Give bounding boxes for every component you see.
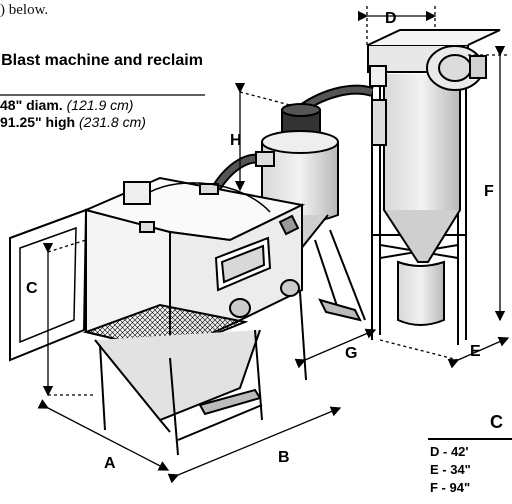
spec-height: 91.25" high (231.8 cm) [0, 114, 205, 131]
dim-label-h: H [230, 132, 242, 149]
spec-height-value: 91.25" high [0, 114, 76, 130]
dim-label-f: F [484, 183, 494, 200]
dim-label-e: E [470, 343, 481, 360]
dim-label-c: C [26, 280, 38, 297]
dim-label-d: D [385, 10, 397, 27]
dimension-table-rule [428, 438, 512, 440]
dimension-row-f: F - 94" [430, 480, 471, 495]
diagram-title: Blast machine and reclaim [1, 52, 203, 69]
blast-cabinet [9, 176, 307, 456]
spec-height-metric: (231.8 cm) [79, 114, 146, 130]
intro-text: ) below. [0, 2, 49, 18]
dust-collector [367, 29, 501, 345]
dim-label-b: B [278, 449, 290, 466]
dim-label-g: G [345, 345, 357, 362]
dimension-table-heading: C [490, 412, 503, 432]
dimension-table: C D - 42' E - 34" F - 94" [428, 412, 512, 504]
spec-diameter: 48" diam. (121.9 cm) [0, 97, 205, 114]
dimension-row-d: D - 42' [430, 444, 469, 459]
dim-label-a: A [104, 455, 116, 472]
title-block: Blast machine and reclaim [0, 52, 205, 92]
dimension-lines [37, 6, 510, 484]
spec-diameter-metric: (121.9 cm) [66, 97, 134, 113]
spec-diameter-value: 48" diam. [0, 97, 63, 113]
spec-block: 48" diam. (121.9 cm) 91.25" high (231.8 … [0, 97, 205, 131]
dimension-row-e: E - 34" [430, 462, 471, 477]
